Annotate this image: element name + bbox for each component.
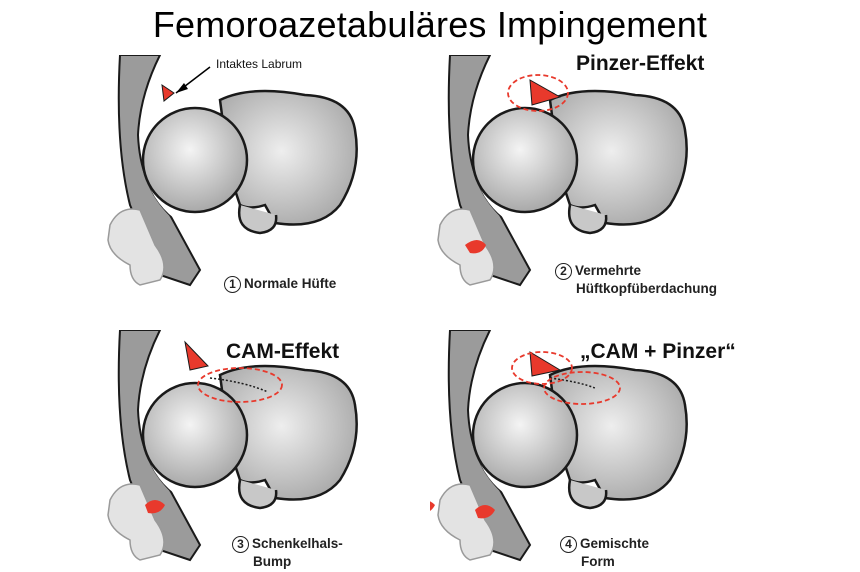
cam-zone: [543, 371, 621, 405]
labrum-marker: [184, 340, 209, 371]
impingement-zone: [507, 74, 569, 112]
number-badge-2: 2: [555, 262, 572, 280]
heading-pincer: Pinzer-Effekt: [576, 52, 705, 75]
number-badge-4: 4: [560, 535, 577, 553]
impingement-zone: [197, 367, 283, 403]
labrum-marker: [161, 83, 175, 102]
number-badge-1: 1: [224, 275, 241, 293]
cam-bump-line: [549, 377, 596, 389]
panel-cam: [100, 330, 400, 570]
labrum-marker: [529, 351, 562, 377]
number-badge-3: 3: [232, 535, 249, 553]
pincer-zone: [511, 351, 573, 385]
panel-mixed: [430, 330, 730, 570]
labrum-annotation: Intaktes Labrum: [216, 57, 303, 71]
panel-pincer: [430, 55, 730, 295]
panel-normal-hip: [100, 55, 400, 295]
cam-bump-line: [209, 377, 269, 393]
heading-cam: CAM-Effekt: [226, 340, 340, 363]
labrum-marker: [529, 79, 562, 106]
diagram-title: Femoroazetabuläres Impingement: [152, 4, 708, 45]
heading-mixed: „CAM + Pinzer“: [580, 340, 736, 363]
